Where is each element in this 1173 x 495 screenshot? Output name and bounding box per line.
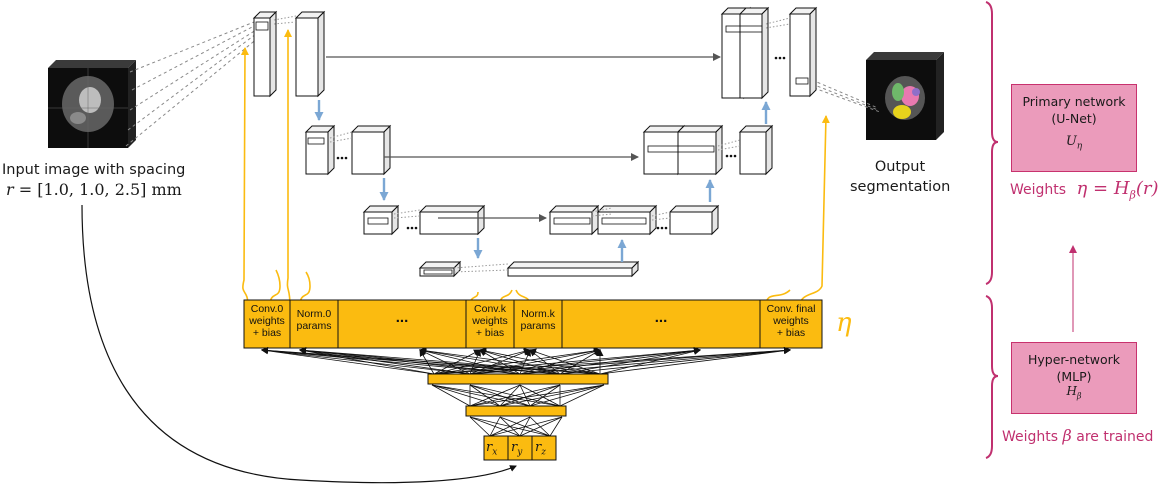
input-projection-lines — [125, 21, 259, 147]
conv-kernel-8 — [795, 77, 809, 85]
hyper-input-rz: rz — [535, 440, 546, 458]
dec-block-2b — [676, 124, 724, 176]
norm0-line1: Norm.0 — [296, 308, 332, 320]
primary-box-symbol: Uη — [1065, 134, 1083, 152]
strip-cell-normk: Norm.k params — [514, 308, 562, 352]
input-spacing-var: r — [6, 180, 14, 199]
strip-cell-norm0: Norm.0 params — [290, 308, 338, 352]
enc-block-1b — [294, 10, 326, 98]
input-image-cube — [48, 60, 136, 148]
conv-kernel-2 — [367, 217, 389, 225]
weights-beta-prefix: Weights — [1002, 429, 1059, 445]
primary-network-box: Primary network (U-Net) Uη — [1011, 84, 1137, 172]
weights-beta-symbol: β — [1062, 426, 1072, 445]
weights-beta-suffix: are trained — [1076, 429, 1154, 445]
input-label-line2: r = [1.0, 1.0, 2.5] mm — [6, 180, 182, 199]
weights-eta-formula: η = Hβ(r) — [1076, 178, 1159, 202]
strip-cell-convk: Conv.k weights + bias — [466, 303, 514, 347]
bottleneck-b — [506, 260, 640, 278]
hyper-input-rx: rx — [486, 440, 498, 458]
normk-line2: params — [520, 320, 556, 332]
input-spacing-value: = [1.0, 1.0, 2.5] mm — [18, 180, 182, 199]
output-label-line1: Output — [874, 159, 926, 175]
mlp-layers — [427, 373, 609, 461]
conv-kernel-1 — [307, 137, 325, 145]
dec-block-3a — [548, 204, 600, 236]
eta-symbol: η — [836, 308, 852, 338]
convk-line3: + bias — [475, 327, 505, 339]
enc-block-1a — [252, 10, 278, 98]
input-label-line1: Input image with spacing — [2, 162, 186, 178]
conv-kernel-7 — [725, 25, 763, 33]
hyper-network-box: Hyper-network (MLP) Hβ — [1011, 342, 1137, 414]
parameter-strip — [243, 299, 823, 349]
convfinal-line3: + bias — [776, 327, 806, 339]
norm0-line2: params — [296, 320, 332, 332]
bottleneck-a — [418, 260, 462, 278]
normk-line1: Norm.k — [521, 308, 555, 320]
primary-box-line1: Primary network — [1022, 94, 1126, 109]
dec-block-3c — [668, 204, 720, 236]
strip-cell-ellipsis2: ... — [654, 309, 668, 326]
skip-connections — [326, 53, 721, 222]
hyper-input-ry: ry — [511, 440, 523, 458]
dec-block-1b — [738, 6, 770, 100]
unet-blocks — [252, 6, 818, 278]
block-dotted-connectors — [273, 15, 791, 273]
primary-box-line2: (U-Net) — [1051, 111, 1097, 126]
conv0-line2: weights — [249, 315, 285, 327]
dec-block-2c — [738, 124, 774, 176]
conv-kernel-5 — [601, 217, 647, 225]
dec-block-1c — [788, 6, 818, 98]
strip-cell-convfinal: Conv. final weights + bias — [760, 303, 822, 347]
convk-line1: Conv.k — [474, 303, 506, 315]
conv0-line1: Conv.0 — [250, 303, 284, 315]
enc-block-3a — [362, 204, 400, 236]
right-braces — [985, 1, 999, 459]
output-label-line2: segmentation — [850, 179, 951, 195]
enc-block-3b — [418, 204, 486, 236]
hyper-box-symbol: Hβ — [1066, 384, 1082, 401]
strip-cell-ellipsis1: ... — [395, 309, 409, 326]
hyper-box-line1: Hyper-network — [1027, 352, 1121, 367]
weights-eta-label: Weights η = Hβ(r) — [1010, 178, 1159, 202]
sampling-arrows — [314, 100, 771, 262]
convfinal-line1: Conv. final — [766, 303, 816, 315]
convk-line2: weights — [472, 315, 508, 327]
weights-beta-label: Weights β are trained — [1002, 426, 1153, 445]
conv-kernel-3 — [423, 269, 453, 275]
output-segmentation-cube — [866, 52, 944, 140]
strip-cell-conv0: Conv.0 weights + bias — [244, 303, 290, 347]
output-label: Output segmentation — [850, 157, 950, 197]
block-ellipses — [336, 56, 786, 230]
conv-kernel-6 — [647, 145, 715, 153]
hyper-box-line2: (MLP) — [1056, 369, 1092, 384]
conv0-line3: + bias — [252, 327, 282, 339]
weights-eta-prefix: Weights — [1010, 182, 1067, 198]
spacing-to-hypernet-arrow — [81, 204, 517, 484]
conv-kernel-4 — [553, 217, 591, 225]
conv-kernel-0 — [255, 21, 269, 31]
convfinal-line2: weights — [773, 315, 809, 327]
dec-block-3b — [596, 204, 658, 236]
enc-block-2a — [304, 124, 336, 176]
enc-block-2b — [350, 124, 392, 176]
mlp-connections — [261, 346, 791, 437]
